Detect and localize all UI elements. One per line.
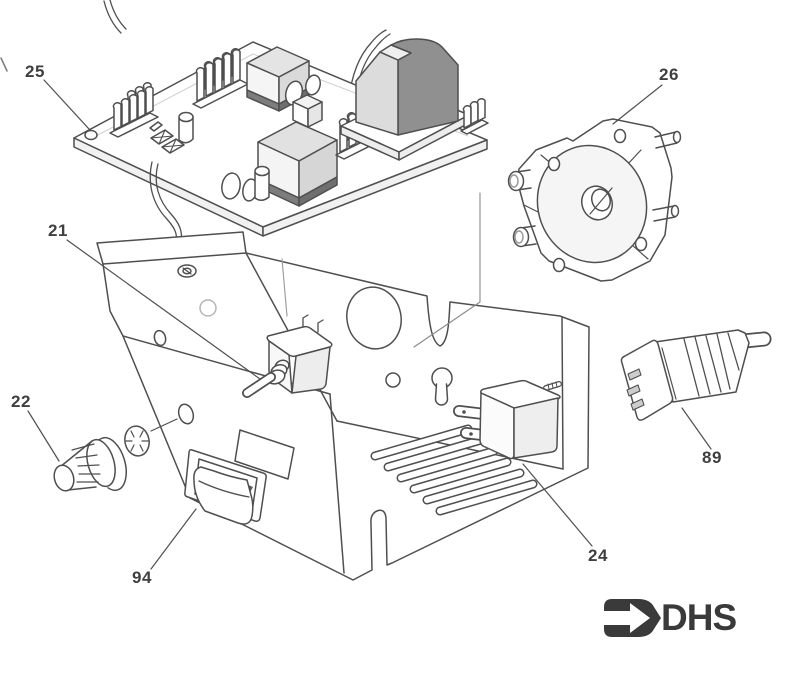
leader-21 bbox=[66, 239, 261, 380]
part-label-25: 25 bbox=[25, 62, 45, 81]
scan-artifact-line bbox=[0, 57, 8, 72]
pump-assembly-illustration bbox=[413, 118, 682, 348]
leader-24 bbox=[522, 463, 593, 547]
leader-25 bbox=[43, 79, 90, 130]
part-label-21: 21 bbox=[48, 221, 68, 240]
part-label-24: 24 bbox=[588, 546, 608, 565]
leader-94 bbox=[150, 508, 197, 570]
part-label-94: 94 bbox=[132, 568, 152, 587]
leader-26 bbox=[612, 84, 663, 125]
knob-illustration bbox=[53, 436, 127, 492]
part-label-22: 22 bbox=[11, 392, 31, 411]
dhs-logo-text: DHS bbox=[661, 597, 737, 638]
rocker-switch-illustration bbox=[184, 449, 267, 525]
toggle-switch-illustration bbox=[242, 314, 333, 398]
leader-22 bbox=[27, 410, 60, 462]
circuit-board-illustration bbox=[73, 0, 489, 244]
power-cord-illustration bbox=[620, 329, 772, 421]
leader-lines bbox=[27, 79, 712, 570]
power-inlet-illustration bbox=[453, 379, 562, 460]
part-label-89: 89 bbox=[702, 448, 722, 467]
part-label-26: 26 bbox=[659, 65, 679, 84]
leader-89 bbox=[681, 407, 712, 450]
pump-alignment-line bbox=[413, 192, 481, 348]
dhs-logo-mark bbox=[604, 599, 661, 637]
